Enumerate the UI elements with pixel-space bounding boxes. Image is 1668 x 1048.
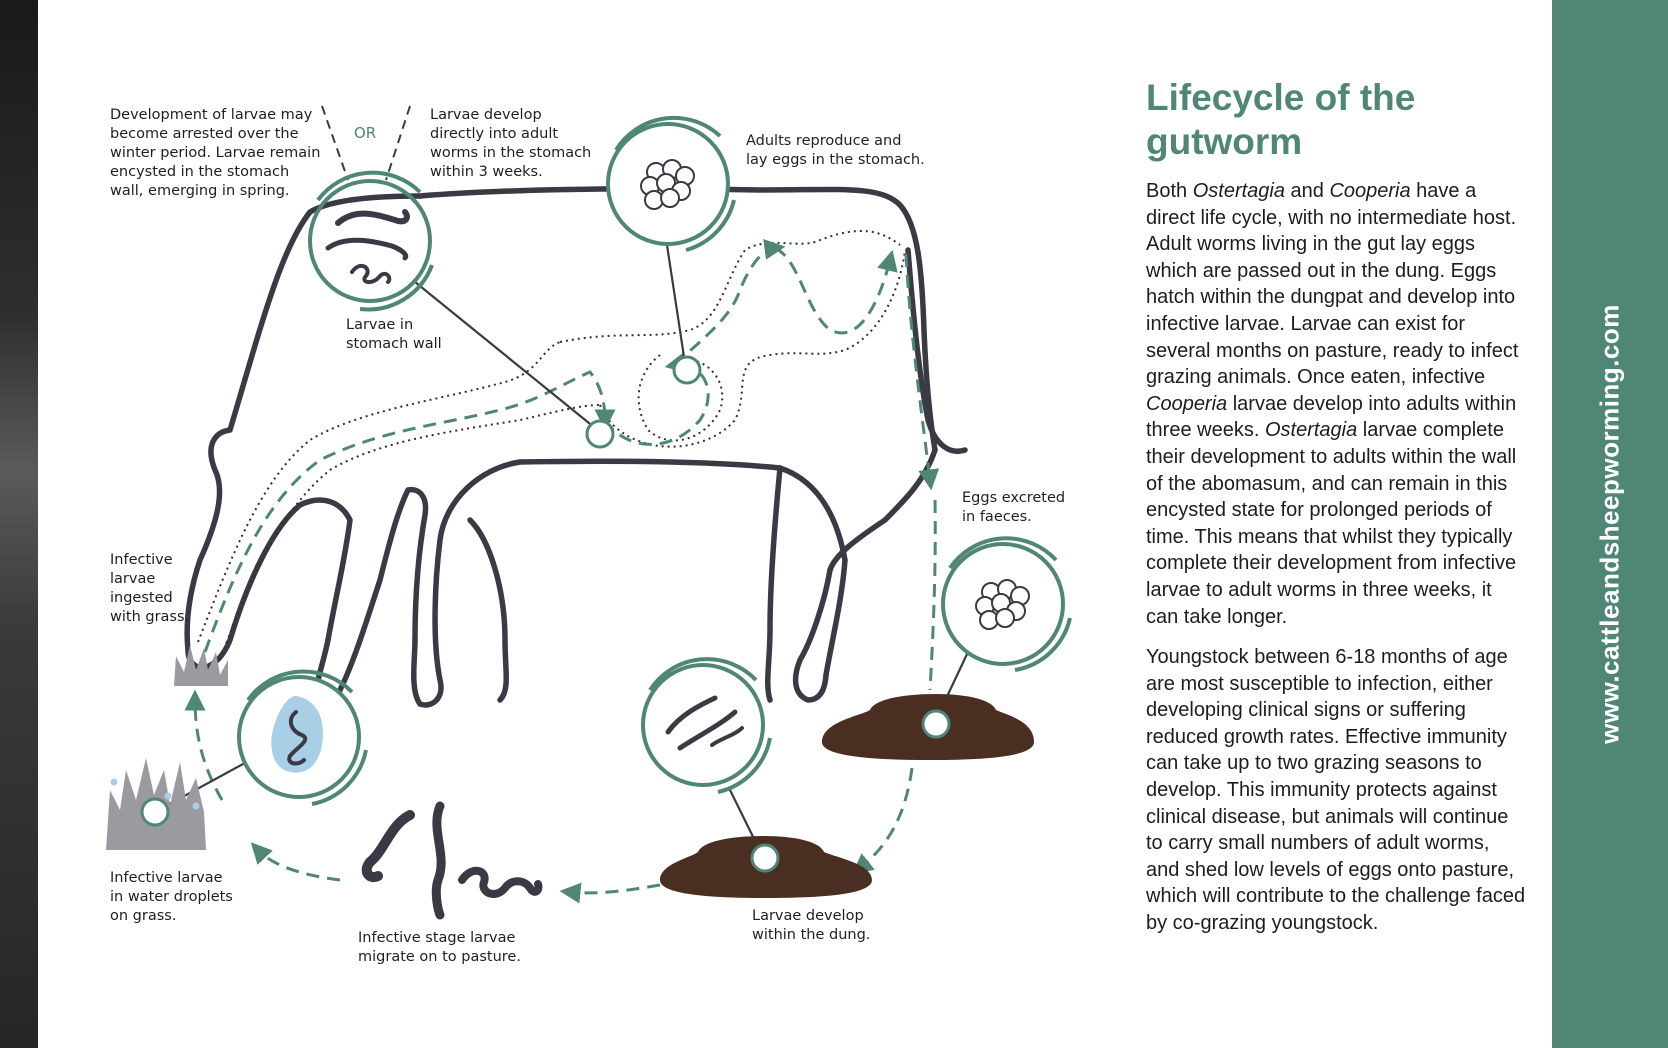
website-url: www.cattleandsheepworming.com <box>1595 304 1626 744</box>
dungpat-bottom-icon <box>660 836 872 898</box>
water-droplet-larva-icon <box>239 672 366 804</box>
water-droplets-label: Infective larvae in water droplets on gr… <box>110 870 237 924</box>
dungpat-icon <box>822 694 1034 760</box>
cow-outline <box>187 189 965 707</box>
adults-reproduce-label: Adults reproduce and lay eggs in the sto… <box>746 133 925 168</box>
direct-development-label: Larvae develop directly into adult worms… <box>430 107 596 180</box>
arrested-development-label: Development of larvae may become arreste… <box>110 107 325 199</box>
gut-tract <box>198 231 905 660</box>
larvae-ingested-label: Infective larvae ingested with grass. <box>110 552 189 625</box>
youngstock-paragraph: Youngstock between 6-18 months of age ar… <box>1146 644 1526 937</box>
dung-larvae-icon <box>643 659 770 792</box>
eggs-excreted-label: Eggs excreted in faeces. <box>962 490 1070 525</box>
grass-icon <box>174 645 228 686</box>
stomach-wall-label: Larvae in stomach wall <box>346 317 442 352</box>
migrating-larvae-icon <box>367 806 539 915</box>
excreted-eggs-icon <box>943 538 1070 670</box>
article: Lifecycle of thegutworm Both Ostertagia … <box>1146 76 1526 951</box>
intro-paragraph: Both Ostertagia and Cooperia have a dire… <box>1146 178 1526 630</box>
migrate-pasture-label: Infective stage larvae migrate on to pas… <box>358 930 521 965</box>
adult-eggs-icon <box>608 118 734 250</box>
or-divider <box>322 106 410 180</box>
lifecycle-diagram: OR <box>0 0 1146 1048</box>
page-title: Lifecycle of thegutworm <box>1146 76 1526 164</box>
grass-droplets-icon <box>106 758 206 850</box>
stomach-wall-larvae-icon <box>310 173 432 310</box>
or-label: OR <box>354 124 376 142</box>
dung-develop-label: Larvae develop within the dung. <box>752 908 870 943</box>
